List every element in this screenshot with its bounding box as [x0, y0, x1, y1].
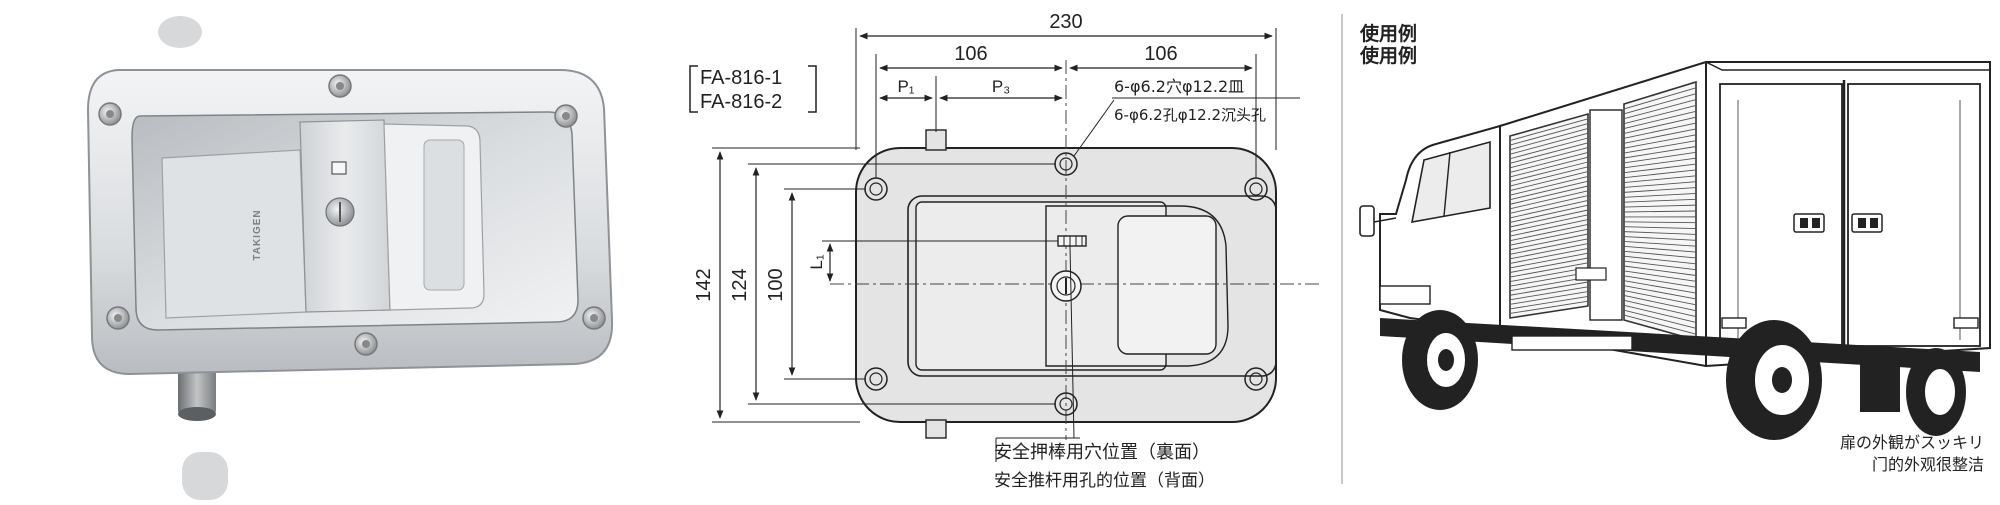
- handle-photo: TAKIGEN: [0, 0, 660, 500]
- dimension-label-106-left: 106: [954, 43, 987, 65]
- truck-wheel: [1402, 310, 1478, 410]
- truck-step: [1512, 336, 1632, 350]
- model-bracket-left: [690, 66, 698, 112]
- hole-note-zh: 6-φ6.2孔φ12.2沉头孔: [1114, 106, 1266, 124]
- latch-pin-end: [178, 407, 216, 421]
- grip-slot-outline: [1118, 216, 1216, 354]
- screw-icon: [99, 103, 121, 125]
- hole-note-ja: 6-φ6.2穴φ12.2皿: [1114, 77, 1244, 96]
- indicator-slot: [332, 162, 346, 174]
- truck-logo-plate: [1576, 268, 1606, 280]
- dimension-label-124: 124: [729, 268, 751, 301]
- truck-tail-light: [1954, 318, 1978, 328]
- dimension-label-p3: P₃: [992, 77, 1010, 96]
- screw-icon: [355, 333, 377, 355]
- usage-example-title-ja: 使用例: [1359, 22, 1417, 45]
- handle-paddle: [162, 150, 306, 318]
- keyhole-icon: [1051, 271, 1081, 301]
- truck-mirror: [1360, 206, 1374, 236]
- dimension-label-142: 142: [693, 268, 715, 301]
- dimension-label-230: 230: [1049, 11, 1082, 33]
- screw-icon: [583, 307, 605, 329]
- screw-icon: [555, 105, 577, 127]
- screw-icon: [107, 307, 129, 329]
- usage-caption-ja: 扉の外観がスッキリ: [1840, 433, 1984, 452]
- truck-side-panel: [1590, 110, 1622, 320]
- truck-bumper: [1380, 286, 1430, 304]
- decorative-disc: [158, 16, 202, 48]
- truck-mudflap: [1860, 352, 1900, 412]
- model-bracket-right: [808, 66, 816, 112]
- svg-text:TAKIGEN: TAKIGEN: [252, 209, 263, 260]
- latch-pin-bottom: [926, 420, 946, 438]
- dimension-label-106-right: 106: [1144, 43, 1177, 65]
- door-handle-icon: [1794, 214, 1824, 232]
- model-code: FA-816-2: [700, 91, 782, 113]
- decorative-disc: [182, 452, 228, 500]
- product-photo-panel: TAKIGEN: [0, 0, 660, 500]
- truck-wheel: [1726, 320, 1822, 440]
- screw-icon: [329, 75, 351, 97]
- dimension-label-100: 100: [765, 268, 787, 301]
- door-handle-icon: [1852, 214, 1882, 232]
- usage-example-panel: 使用例 使用例: [1340, 0, 2000, 500]
- latch-pin-top: [926, 130, 946, 150]
- technical-drawing-panel: FA-816-1 FA-816-2: [660, 0, 1340, 500]
- model-code: FA-816-1: [700, 67, 782, 89]
- dimension-label-l1: L₁: [807, 254, 826, 269]
- truck-illustration: 使用例 使用例: [1340, 0, 2000, 500]
- handle-grip-slot: [424, 140, 464, 290]
- dimension-drawing: FA-816-1 FA-816-2: [660, 0, 1340, 500]
- safety-note-zh: 安全推杆用孔的位置（背面）: [994, 471, 1215, 491]
- dimension-label-p1: P₁: [897, 77, 914, 96]
- truck-wheel: [1906, 348, 1966, 436]
- brand-mark: TAKIGEN: [252, 209, 263, 260]
- truck-tail-light: [1722, 318, 1746, 328]
- usage-caption-zh: 门的外观很整洁: [1872, 455, 1984, 474]
- safety-note-ja: 安全押棒用穴位置（裏面）: [994, 442, 1210, 463]
- usage-example-title-zh: 使用例: [1359, 44, 1417, 67]
